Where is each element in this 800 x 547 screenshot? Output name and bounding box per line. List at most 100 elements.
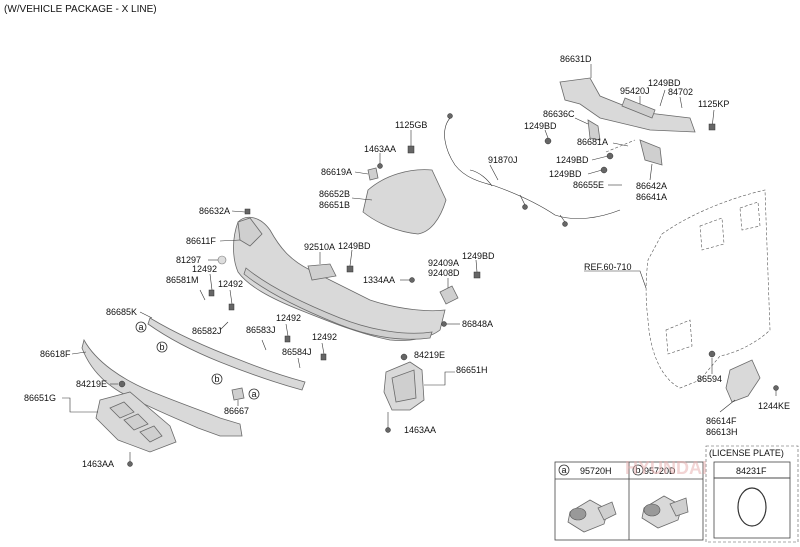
- label-92510A: 92510A: [304, 242, 335, 252]
- diagram-title: (W/VEHICLE PACKAGE - X LINE): [4, 4, 157, 15]
- bolt-icon: [208, 289, 215, 297]
- callout-a-letter: a: [252, 389, 257, 399]
- quarter-panel-outline: [645, 189, 771, 389]
- clip-86667: [231, 387, 245, 401]
- label-86651H: 86651H: [456, 365, 488, 375]
- legend-callout-b-letter: b: [636, 465, 641, 475]
- bolt-icon: [385, 427, 391, 433]
- label-86655E: 86655E: [573, 180, 604, 190]
- callout-b: [211, 373, 223, 385]
- side-bracket: [725, 359, 761, 403]
- label-1125KP: 1125KP: [698, 99, 729, 109]
- label-86636C: 86636C: [543, 109, 575, 119]
- connector-icon: [522, 204, 528, 210]
- bumper-lower-edge: [243, 267, 433, 340]
- bolt-icon: [606, 152, 614, 160]
- clip-icon: [400, 353, 408, 361]
- label-1249BD: 1249BD: [648, 78, 681, 88]
- label-1249BD: 1249BD: [524, 121, 557, 131]
- callout-b: [156, 341, 168, 353]
- label-1463AA: 1463AA: [364, 144, 396, 154]
- label-12492: 12492: [218, 279, 243, 289]
- label-ref-60-710: REF.60-710: [584, 262, 632, 272]
- reflector: [307, 263, 337, 281]
- label-95420J: 95420J: [620, 86, 650, 96]
- label-1249BD: 1249BD: [338, 241, 371, 251]
- label-86681A: 86681A: [577, 137, 608, 147]
- clip-icon: [244, 208, 251, 215]
- callout-a-letter: a: [139, 322, 144, 332]
- bolt-icon: [127, 461, 133, 467]
- label-86685K: 86685K: [106, 307, 137, 317]
- legend-code-a: 95720H: [580, 466, 612, 476]
- lower-diffuser-lip: [81, 338, 243, 437]
- label-92409A: 92409A: [428, 258, 459, 268]
- label-86642A: 86642A: [636, 181, 667, 191]
- label-84702: 84702: [668, 87, 693, 97]
- label-86641A: 86641A: [636, 192, 667, 202]
- bolt-icon: [473, 271, 481, 279]
- callout-b-letter: b: [160, 342, 165, 352]
- label-1249BD: 1249BD: [462, 251, 495, 261]
- label-86594: 86594: [697, 374, 722, 384]
- beam-side-bracket: [639, 139, 663, 166]
- cover-clip: [367, 167, 379, 181]
- label-91870J: 91870J: [488, 155, 518, 165]
- wiring-harness: [444, 117, 621, 219]
- callout-b-letter: b: [215, 374, 220, 384]
- connector-icon: [447, 113, 453, 119]
- bumper-corner: [237, 217, 263, 247]
- bolt-icon: [407, 145, 415, 154]
- label-81297: 81297: [176, 255, 201, 265]
- label-86651G: 86651G: [24, 393, 56, 403]
- label-86582J: 86582J: [192, 326, 222, 336]
- side-marker-lamp: [439, 285, 459, 305]
- label-86611F: 86611F: [186, 236, 216, 246]
- parking-sensor-a-icon: [567, 499, 617, 533]
- beam-bracket: [621, 97, 656, 119]
- label-86619A: 86619A: [321, 167, 352, 177]
- label-1463AA: 1463AA: [82, 459, 114, 469]
- label-92408D: 92408D: [428, 268, 460, 278]
- bolt-icon: [228, 303, 235, 311]
- legend-callout-b: [632, 464, 644, 476]
- clip-icon: [409, 277, 415, 283]
- license-lamp-gasket-icon: [737, 487, 767, 527]
- callout-a: [135, 321, 147, 333]
- label-12492: 12492: [276, 313, 301, 323]
- bolt-icon: [600, 166, 608, 174]
- clip-icon: [708, 350, 716, 358]
- bolt-icon: [773, 385, 779, 391]
- label-86581M: 86581M: [166, 275, 199, 285]
- bolt-icon: [346, 265, 354, 273]
- watermark: HYUNDAI: [625, 458, 707, 478]
- label-86652B: 86652B: [319, 189, 350, 199]
- label-86632A: 86632A: [199, 206, 230, 216]
- parking-sensor-b-icon: [641, 495, 689, 529]
- label-84219E: 84219E: [414, 350, 445, 360]
- connector-icon: [562, 221, 568, 227]
- label-86613H: 86613H: [706, 427, 738, 437]
- bolt-icon: [377, 163, 383, 169]
- upper-cover: [362, 169, 447, 235]
- clip-icon: [441, 321, 447, 327]
- label-86584J: 86584J: [282, 347, 312, 357]
- label-1249BD: 1249BD: [556, 155, 589, 165]
- label-1244KE: 1244KE: [758, 401, 790, 411]
- rear-bumper-cover: [233, 216, 446, 341]
- bolt-icon: [708, 123, 716, 131]
- label-1125GB: 1125GB: [395, 120, 427, 130]
- bolt-icon: [544, 137, 552, 145]
- legend-callout-a: [558, 464, 570, 476]
- label-1334AA: 1334AA: [363, 275, 395, 285]
- bolt-icon: [284, 335, 291, 343]
- bumper-beam: [559, 77, 696, 133]
- label-84219E: 84219E: [76, 379, 107, 389]
- lower-garnish: [147, 317, 306, 391]
- label-1463AA: 1463AA: [404, 425, 436, 435]
- clip-icon: [118, 380, 126, 388]
- label-12492: 12492: [192, 264, 217, 274]
- sensor-legend: a 95720H b 95720D: [554, 461, 704, 541]
- label-86667: 86667: [224, 406, 249, 416]
